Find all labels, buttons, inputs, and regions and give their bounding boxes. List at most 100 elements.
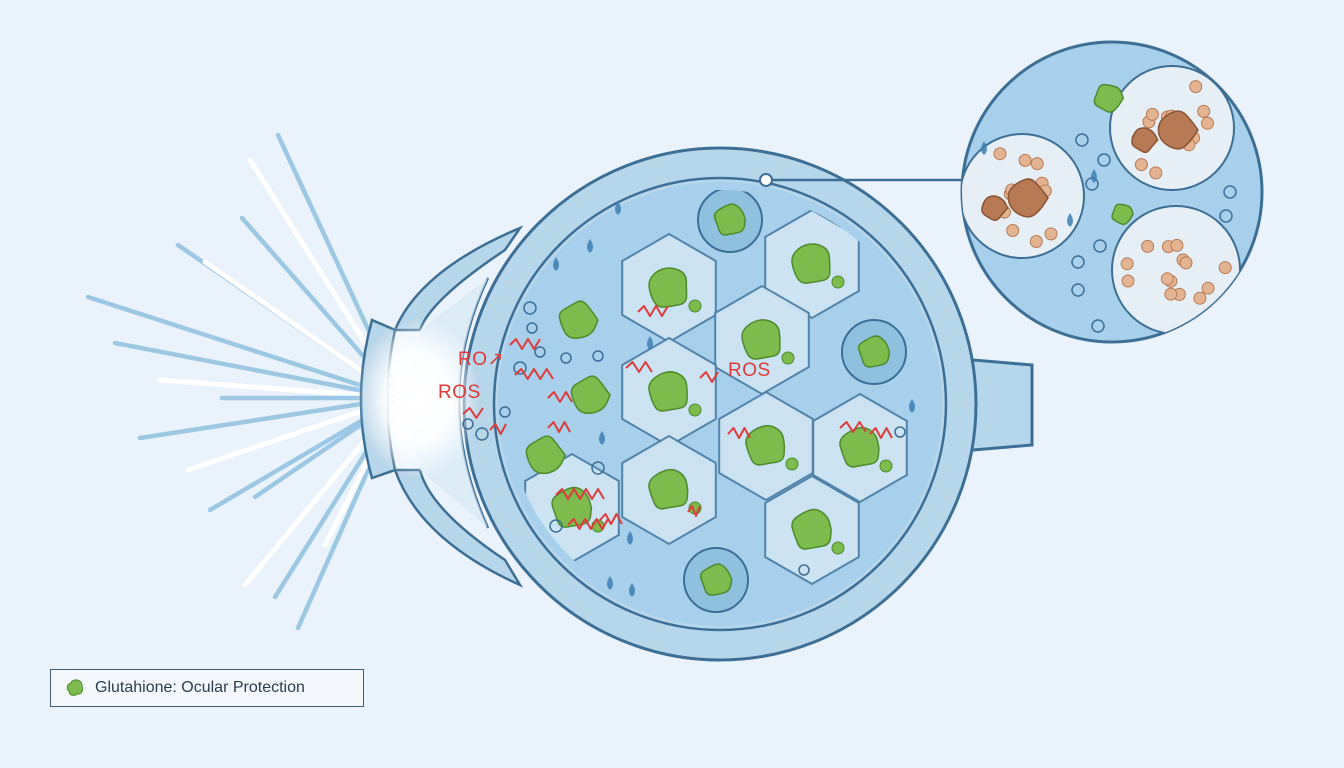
droplets xyxy=(553,201,915,597)
ros-squiggle xyxy=(839,421,867,433)
oxidized-particle xyxy=(1201,116,1214,130)
oxidized-particle xyxy=(1145,107,1159,121)
legend-text: Glutahione: Ocular Protection xyxy=(95,679,305,696)
glutathione-molecule xyxy=(791,508,832,550)
oxidized-particle xyxy=(1029,235,1043,248)
water-droplet xyxy=(553,257,559,271)
bubble xyxy=(798,564,810,576)
glutathione-molecule xyxy=(1093,83,1125,113)
bubble xyxy=(526,322,538,334)
bubble xyxy=(1071,255,1085,269)
ros-label-2: ROS xyxy=(438,382,481,403)
bubble xyxy=(1071,283,1085,297)
glutathione-molecule xyxy=(525,435,567,475)
light-ray xyxy=(112,340,403,401)
oxidized-particle xyxy=(1134,158,1148,172)
glutathione-icon xyxy=(66,679,84,696)
ros-squiggle xyxy=(687,505,701,517)
ros-squiggle xyxy=(489,423,507,435)
water-droplet xyxy=(627,531,633,545)
ros-squiggle xyxy=(509,338,541,350)
ros-squiggle xyxy=(567,518,609,530)
glutathione-molecule xyxy=(713,203,747,236)
oxidized-particle xyxy=(1141,239,1155,253)
ros-squiggle xyxy=(547,391,573,403)
ros-squiggle xyxy=(547,421,571,433)
oxidized-particle xyxy=(1121,274,1135,288)
bubble xyxy=(592,350,604,362)
bubble xyxy=(894,426,906,438)
glutathione-molecule xyxy=(570,375,611,415)
oxidized-particle xyxy=(1160,272,1174,286)
bubble xyxy=(1093,239,1107,253)
water-droplet xyxy=(629,583,635,597)
oxidized-particle xyxy=(1006,224,1020,237)
glutathione-molecule xyxy=(745,424,786,466)
ros-label-1: RO↗ xyxy=(458,349,504,370)
ros-squiggle xyxy=(869,427,893,439)
bubble xyxy=(1219,209,1233,223)
glutathione-molecule xyxy=(688,299,702,313)
ros-squiggle xyxy=(555,488,605,500)
oxidized-particle xyxy=(1193,291,1207,305)
oxidized-particle xyxy=(1044,227,1058,241)
glutathione-molecule xyxy=(1111,203,1134,226)
ros-squiggles xyxy=(462,305,893,530)
eyelid-lower xyxy=(393,468,524,588)
zoom-anchor-point xyxy=(759,173,773,187)
oxidized-particle xyxy=(1164,287,1178,301)
light-ray xyxy=(85,294,403,401)
bubble xyxy=(560,352,572,364)
bubble xyxy=(591,461,605,475)
bubble xyxy=(1097,153,1111,167)
ros-squiggle xyxy=(699,371,719,383)
oxidized-particle xyxy=(1149,166,1163,180)
oxidized-particle xyxy=(1218,261,1232,275)
eye-inner-wall xyxy=(492,176,948,632)
bubble xyxy=(523,301,537,315)
ros-label-3: ROS xyxy=(728,360,771,381)
glutathione-molecule xyxy=(839,426,880,468)
water-droplet xyxy=(647,336,653,350)
ros-squiggle xyxy=(462,407,484,419)
water-droplet xyxy=(909,399,915,413)
oxidized-protein xyxy=(1157,110,1199,150)
water-droplet xyxy=(607,576,613,590)
ros-squiggle xyxy=(727,427,751,439)
bubble xyxy=(549,519,563,533)
oxidized-particle xyxy=(1179,256,1193,270)
ros-squiggle xyxy=(514,368,554,380)
glutathione-molecule xyxy=(831,275,845,289)
oxidized-particle xyxy=(1170,238,1184,252)
oxidized-particle xyxy=(1018,153,1032,167)
glutathione-molecule xyxy=(785,457,799,471)
oxidized-particle xyxy=(1201,281,1215,295)
bubble xyxy=(462,418,474,430)
light-rays xyxy=(85,132,403,631)
bubble xyxy=(1091,319,1105,333)
water-droplet xyxy=(1091,169,1097,183)
glutathione-molecule xyxy=(791,243,831,284)
oxidized-particle xyxy=(1120,257,1134,271)
bubble xyxy=(534,346,546,358)
light-glow xyxy=(356,318,480,478)
oxidized-particle xyxy=(1197,104,1211,118)
bubble xyxy=(1075,133,1089,147)
glutathione-molecule xyxy=(741,319,781,360)
bubbles xyxy=(462,301,906,576)
oxidized-protein xyxy=(1131,127,1159,154)
bubble xyxy=(513,361,527,375)
glutathione-molecule xyxy=(699,563,733,596)
ros-squiggle xyxy=(625,361,653,373)
glutathione-molecule xyxy=(648,267,688,308)
oxidized-protein xyxy=(981,195,1009,222)
bubble xyxy=(499,406,511,418)
bubble xyxy=(475,427,489,441)
glutathione-molecule xyxy=(857,335,891,368)
glutathione-molecule xyxy=(648,371,688,412)
glutathione-molecule xyxy=(648,468,689,510)
water-droplet xyxy=(615,201,621,215)
eyelid-upper xyxy=(393,225,524,332)
